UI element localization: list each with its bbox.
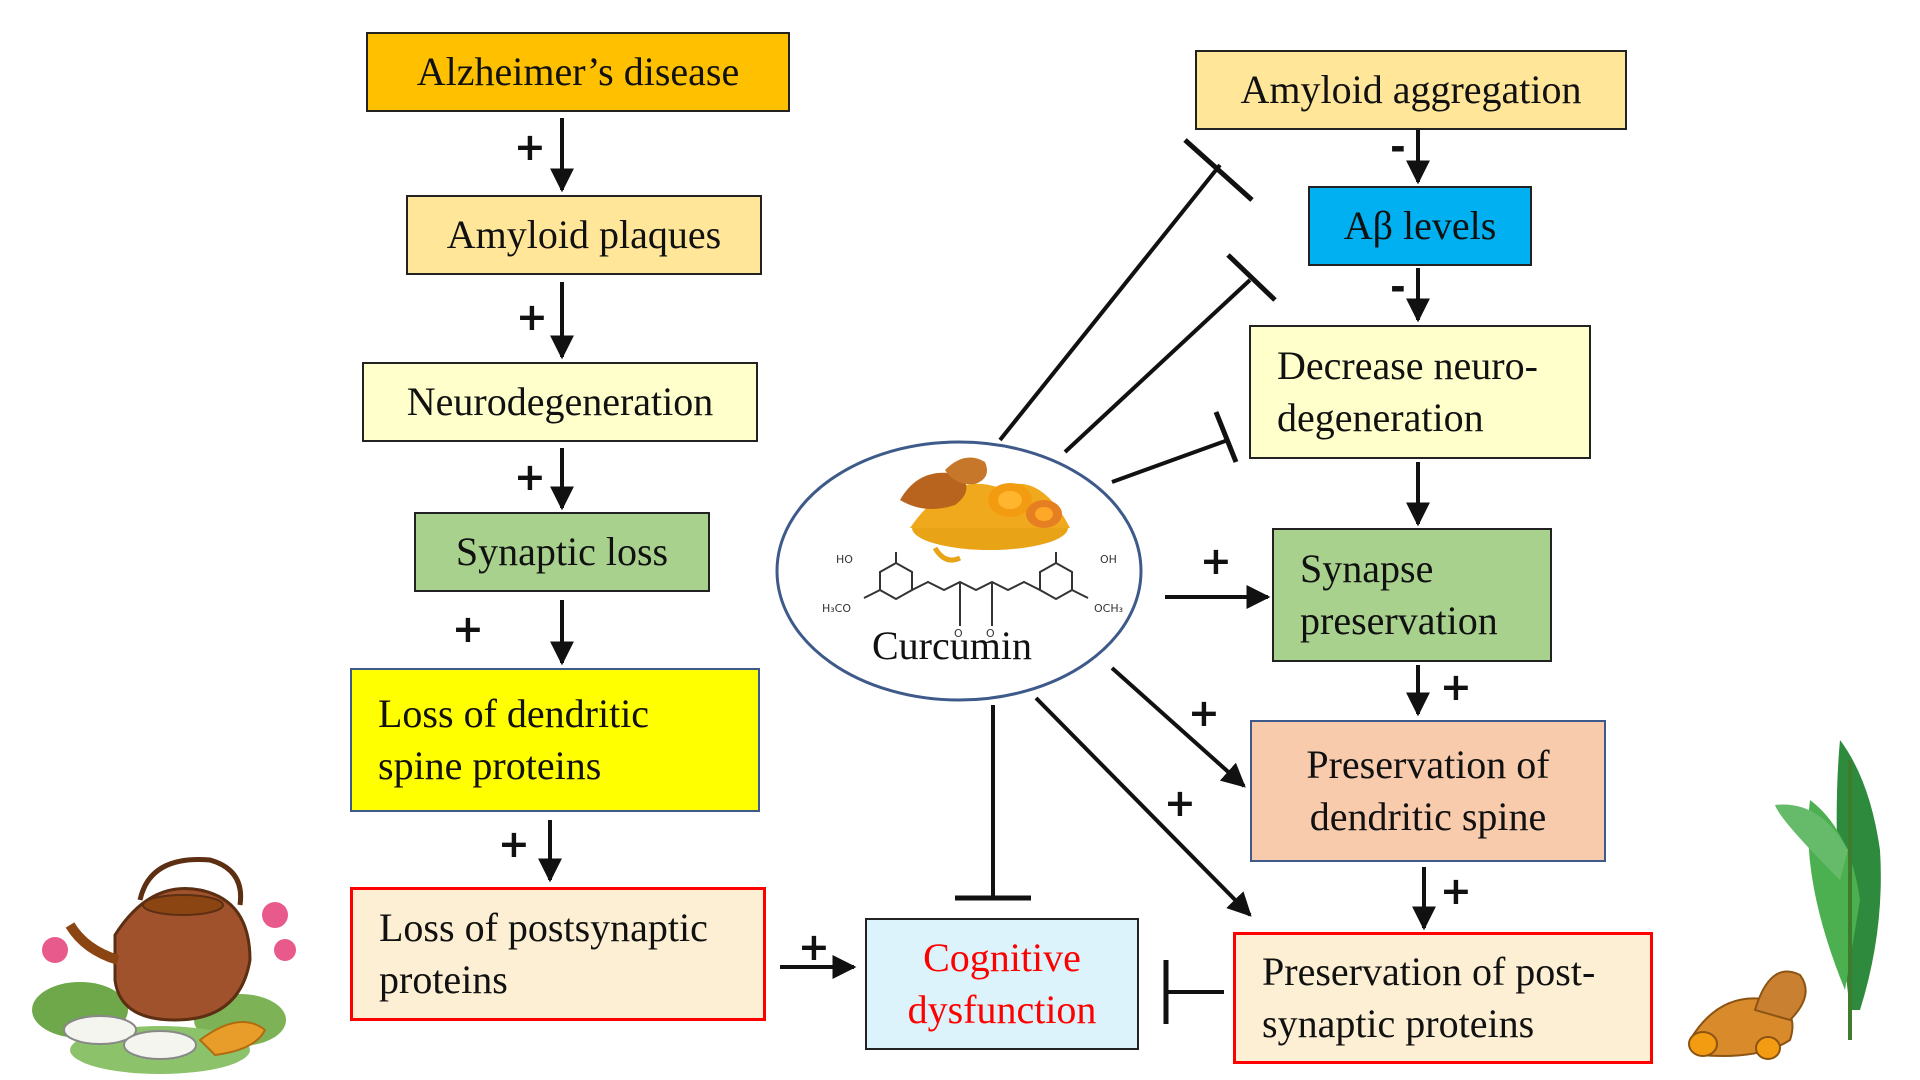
inhibit-bar-abeta — [1226, 253, 1277, 302]
loss-dendritic-line2: spine proteins — [378, 743, 602, 788]
pres-postsynaptic-line2: synaptic proteins — [1262, 1001, 1535, 1046]
amyloid-aggregation-label: Amyloid aggregation — [1240, 67, 1582, 112]
sign-plus-10: + — [1164, 781, 1196, 825]
sign-plus-7: + — [1200, 539, 1232, 583]
box-abeta-levels: Aβ levels — [1308, 186, 1532, 266]
sign-plus-1: + — [514, 125, 546, 169]
loss-postsynaptic-line1: Loss of postsynaptic — [379, 905, 708, 950]
activate-postsynaptic — [1034, 696, 1252, 917]
box-preservation-postsynaptic: Preservation of post-synaptic proteins — [1233, 932, 1653, 1064]
pres-dendritic-line2: dendritic spine — [1309, 794, 1547, 839]
cognitive-line2: dysfunction — [907, 987, 1097, 1032]
activate-dendritic — [1110, 666, 1246, 788]
sign-plus-8: + — [1440, 665, 1472, 709]
svg-text:HO: HO — [836, 553, 853, 566]
box-cognitive-dysfunction: Cognitive dysfunction — [865, 918, 1139, 1050]
svg-text:O: O — [986, 627, 995, 640]
teapot-herbs-icon — [32, 857, 296, 1074]
sign-plus-11: + — [1440, 869, 1472, 913]
synapse-line2: preservation — [1300, 598, 1498, 643]
box-loss-dendritic: Loss of dendritic spine proteins — [350, 668, 760, 812]
loss-dendritic-line1: Loss of dendritic — [378, 691, 650, 736]
inhibit-line-abeta — [1063, 278, 1252, 454]
box-synapse-preservation: Synapse preservation — [1272, 528, 1552, 662]
sign-minus-2: - — [1390, 265, 1406, 309]
box-amyloid-aggregation: Amyloid aggregation — [1195, 50, 1627, 130]
turmeric-powder-icon — [900, 457, 1070, 563]
box-decrease-neurodegeneration: Decrease neuro-degeneration — [1249, 325, 1591, 459]
decrease-line2: degeneration — [1277, 395, 1484, 440]
inhibit-bar-aggregation — [1183, 138, 1254, 202]
svg-text:O: O — [954, 627, 963, 640]
box-alzheimers: Alzheimer’s disease — [366, 32, 790, 112]
inhibit-line-decrease — [1111, 438, 1229, 484]
turmeric-plant-icon — [1688, 740, 1881, 1060]
loss-postsynaptic-line2: proteins — [379, 957, 508, 1002]
sign-plus-6: + — [798, 925, 830, 969]
sign-plus-4: + — [452, 607, 484, 651]
curcumin-structure-icon: HO H₃CO O O OH OCH₃ — [822, 552, 1123, 640]
box-amyloid-plaques: Amyloid plaques — [406, 195, 762, 275]
svg-text:OCH₃: OCH₃ — [1094, 602, 1123, 615]
alzheimers-label: Alzheimer’s disease — [416, 49, 740, 94]
svg-text:H₃CO: H₃CO — [822, 602, 851, 615]
svg-text:OH: OH — [1100, 553, 1117, 566]
sign-plus-3: + — [514, 455, 546, 499]
amyloid-plaques-label: Amyloid plaques — [446, 212, 722, 257]
box-loss-postsynaptic: Loss of postsynaptic proteins — [350, 887, 766, 1021]
neurodegeneration-label: Neurodegeneration — [406, 379, 714, 424]
sign-plus-2: + — [516, 295, 548, 339]
box-neurodegeneration: Neurodegeneration — [362, 362, 758, 442]
synapse-line1: Synapse — [1300, 546, 1434, 591]
abeta-levels-label: Aβ levels — [1343, 203, 1497, 248]
inhibit-bar-decrease — [1213, 411, 1239, 463]
sign-plus-5: + — [498, 822, 530, 866]
cognitive-line1: Cognitive — [923, 935, 1081, 980]
synaptic-loss-label: Synaptic loss — [455, 529, 669, 574]
curcumin-label: Curcumin — [872, 623, 1032, 668]
inhibit-line-aggregation — [998, 163, 1222, 442]
decrease-line1: Decrease neuro- — [1277, 343, 1538, 388]
pres-dendritic-line1: Preservation of — [1306, 742, 1550, 787]
pres-postsynaptic-line1: Preservation of post- — [1262, 949, 1596, 994]
box-preservation-dendritic: Preservation of dendritic spine — [1250, 720, 1606, 862]
sign-minus-1: - — [1390, 125, 1406, 169]
box-synaptic-loss: Synaptic loss — [414, 512, 710, 592]
sign-plus-9: + — [1188, 691, 1220, 735]
